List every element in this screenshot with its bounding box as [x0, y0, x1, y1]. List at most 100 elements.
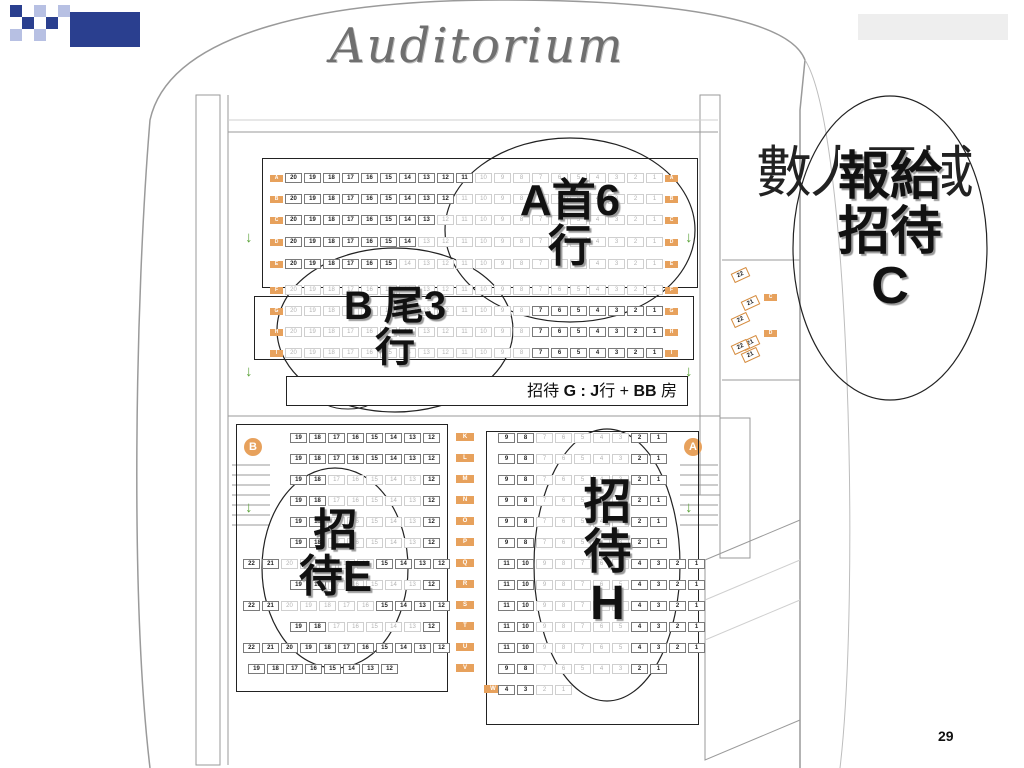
seat: 15: [324, 664, 341, 674]
corner-grey-bar: [858, 14, 1008, 40]
seat: 4: [631, 580, 648, 590]
seat: 13: [362, 664, 379, 674]
seat: 19: [300, 559, 317, 569]
seat: 8: [555, 622, 572, 632]
seat: 19: [290, 475, 307, 485]
seat: 13: [404, 622, 421, 632]
seat: 12: [423, 454, 440, 464]
seat: 17: [342, 237, 359, 247]
seat: 11: [498, 580, 515, 590]
seat: 4: [589, 237, 606, 247]
seat: 16: [305, 664, 322, 674]
seat: 1: [688, 601, 705, 611]
seat: 3: [517, 685, 534, 695]
seat: 9: [536, 601, 553, 611]
exit-arrow-icon: ↓: [685, 363, 693, 380]
seat: 19: [290, 496, 307, 506]
seat: 6: [593, 559, 610, 569]
seat: 18: [323, 348, 340, 358]
row-label: H: [665, 328, 678, 336]
seat: 4: [589, 215, 606, 225]
seat: 1: [650, 433, 667, 443]
seat: 2: [627, 215, 644, 225]
seat: 9: [494, 194, 511, 204]
seat: 6: [593, 601, 610, 611]
note-room: BB: [633, 383, 657, 400]
seat: 1: [650, 538, 667, 548]
seat: 18: [323, 237, 340, 247]
seat: 15: [376, 559, 393, 569]
seat: 8: [513, 173, 530, 183]
seat: 5: [612, 622, 629, 632]
seat: 7: [536, 664, 553, 674]
seat: 11: [456, 306, 473, 316]
seat: 12: [437, 285, 454, 295]
aisle-row-tag: T: [456, 622, 474, 630]
seat: 6: [551, 327, 568, 337]
seat: 21: [262, 559, 279, 569]
label-line: 待: [583, 526, 632, 580]
seat: 12: [437, 259, 454, 269]
seat: 17: [286, 664, 303, 674]
seat: 7: [532, 215, 549, 225]
seat: 22: [243, 601, 260, 611]
seat: 15: [380, 215, 397, 225]
seat: 4: [593, 475, 610, 485]
seat: 1: [646, 327, 663, 337]
row-label: C: [270, 216, 283, 224]
seat: 10: [475, 194, 492, 204]
seat: 6: [551, 173, 568, 183]
seat: 6: [555, 496, 572, 506]
seat: 18: [319, 559, 336, 569]
seat: 10: [475, 285, 492, 295]
seat: 5: [574, 454, 591, 464]
aisle-row-tag: O: [456, 517, 474, 525]
row-label: D: [764, 330, 777, 337]
seat: 10: [475, 259, 492, 269]
seat: 17: [342, 285, 359, 295]
seat: 9: [498, 538, 515, 548]
aisle-row-tag: M: [456, 475, 474, 483]
seat: 16: [361, 348, 378, 358]
seat: 4: [593, 454, 610, 464]
seat: 4: [589, 306, 606, 316]
seat: 15: [380, 237, 397, 247]
seat: 18: [309, 454, 326, 464]
seat: 20: [281, 643, 298, 653]
seat: 18: [309, 580, 326, 590]
aisle-row-tag: U: [456, 643, 474, 651]
seat: 2: [627, 173, 644, 183]
seat: 16: [361, 194, 378, 204]
seat: 5: [570, 327, 587, 337]
seat: 1: [650, 496, 667, 506]
seat: 18: [309, 517, 326, 527]
seat: 8: [555, 559, 572, 569]
seat: 20: [285, 194, 302, 204]
seat: 14: [395, 601, 412, 611]
seat: 12: [437, 173, 454, 183]
label-line: B 尾3: [343, 284, 447, 328]
seat: 19: [290, 454, 307, 464]
seat: 2: [669, 622, 686, 632]
seat: 9: [536, 559, 553, 569]
seat: 2: [669, 601, 686, 611]
seat: 5: [612, 601, 629, 611]
seat: 6: [555, 517, 572, 527]
seat: 20: [285, 173, 302, 183]
label-line: C: [871, 257, 909, 316]
seat: 17: [338, 601, 355, 611]
seat: 1: [688, 643, 705, 653]
label-line: 行: [375, 326, 415, 370]
seat: 14: [399, 237, 416, 247]
seat: 18: [309, 622, 326, 632]
seat: 8: [555, 580, 572, 590]
seat: 7: [532, 237, 549, 247]
